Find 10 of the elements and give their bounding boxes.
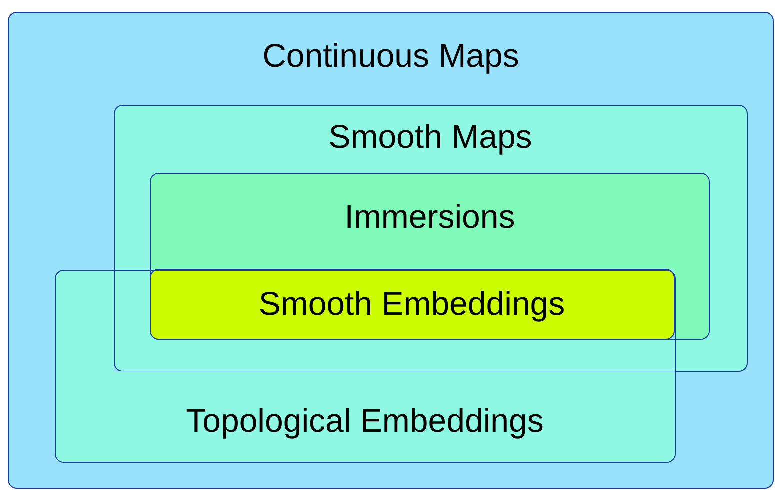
inner-region xyxy=(114,104,748,372)
region-label: Immersions xyxy=(344,198,516,236)
region-label: Smooth Maps xyxy=(328,118,532,156)
region-label: Continuous Maps xyxy=(262,37,520,75)
overlap-region xyxy=(54,270,676,462)
intersection-region xyxy=(150,268,674,340)
region-label: Smooth Embeddings xyxy=(258,285,566,323)
region-label: Topological Embeddings xyxy=(186,402,544,440)
outer-region xyxy=(8,12,774,489)
inner-region xyxy=(150,173,710,340)
